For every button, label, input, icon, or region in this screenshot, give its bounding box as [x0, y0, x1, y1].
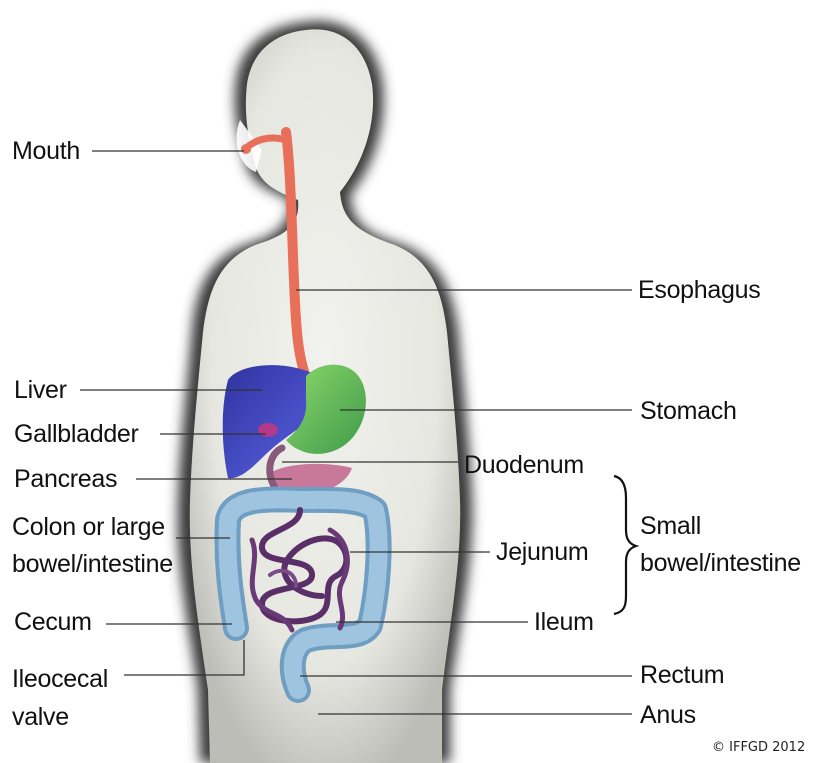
label-cecum: Cecum — [14, 607, 92, 637]
label-small-line2: bowel/intestine — [640, 548, 801, 578]
label-ileum: Ileum — [534, 607, 594, 637]
label-jejunum: Jejunum — [496, 537, 588, 567]
copyright-notice: © IFFGD 2012 — [712, 740, 805, 755]
label-esophagus: Esophagus — [638, 275, 760, 305]
label-stomach: Stomach — [640, 396, 737, 426]
label-anus: Anus — [640, 700, 696, 730]
label-colon-line1: Colon or large — [12, 512, 165, 542]
label-small-line1: Small — [640, 511, 701, 541]
label-pancreas: Pancreas — [14, 464, 117, 494]
label-mouth: Mouth — [12, 136, 80, 166]
gallbladder-organ — [258, 423, 278, 437]
label-gallbladder: Gallbladder — [14, 419, 139, 449]
label-rectum: Rectum — [640, 660, 724, 690]
label-ileocecal-line1: Ileocecal — [12, 664, 108, 694]
small-intestine-bracket — [614, 476, 636, 614]
label-duodenum: Duodenum — [464, 450, 584, 480]
label-ileocecal-line2: valve — [12, 702, 69, 732]
label-liver: Liver — [14, 375, 67, 405]
label-colon-line2: bowel/intestine — [12, 549, 173, 579]
